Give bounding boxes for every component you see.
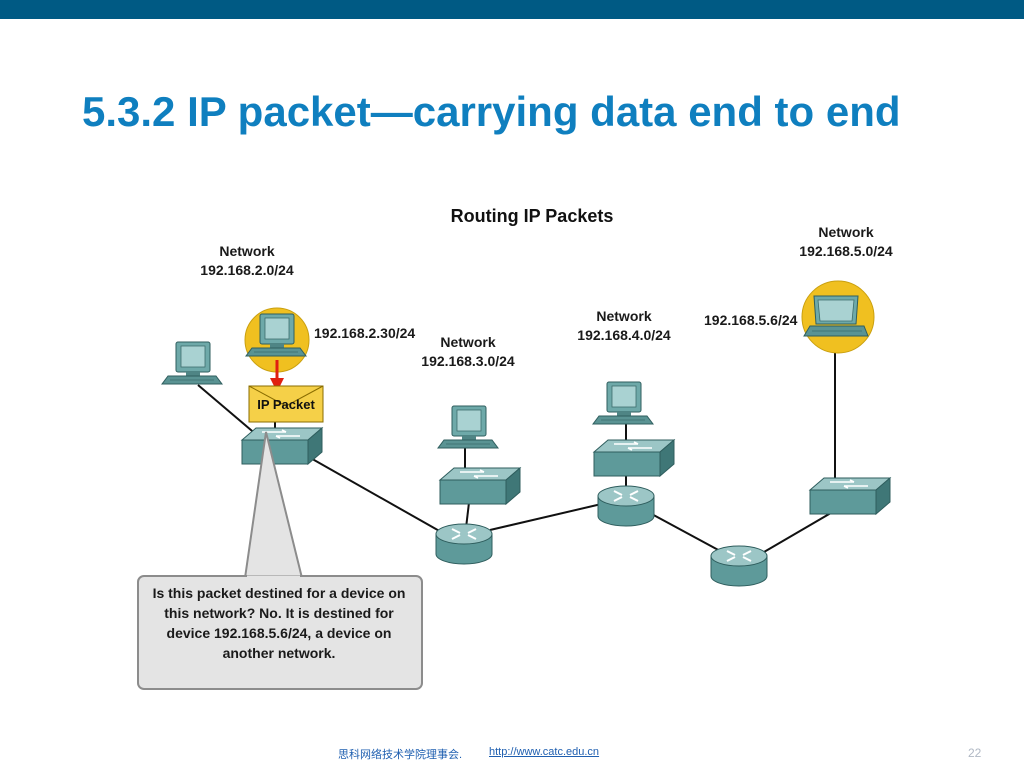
- network-label-4: Network: [818, 224, 873, 240]
- callout-line-2: this network? No. It is destined for: [164, 605, 394, 621]
- network-label-2: Network: [440, 334, 495, 350]
- network-address-3: 192.168.4.0/24: [577, 327, 671, 343]
- router-icon: [435, 523, 493, 565]
- packet-label: IP Packet: [257, 397, 315, 412]
- pc-icon: [592, 381, 654, 425]
- network-address-1: 192.168.2.0/24: [200, 262, 294, 278]
- callout-line-3: device 192.168.5.6/24, a device on: [167, 625, 392, 641]
- network-label-1: Network: [219, 243, 274, 259]
- callout-line-1: Is this packet destined for a device on: [153, 585, 406, 601]
- network-label-3: Network: [596, 308, 651, 324]
- arrow-down-icon: [270, 360, 284, 392]
- switch-icon: [439, 467, 521, 505]
- source-host-address: 192.168.2.30/24: [314, 325, 415, 341]
- destination-host-address: 192.168.5.6/24: [704, 312, 798, 328]
- footer-organization: 思科网络技术学院理事会.: [338, 749, 463, 761]
- footer-link[interactable]: http://www.catc.edu.cn: [489, 746, 600, 758]
- switch-icon: [809, 477, 891, 515]
- network-address-2: 192.168.3.0/24: [421, 353, 515, 369]
- callout-line-4: another network.: [223, 645, 336, 661]
- pc-icon: [437, 405, 499, 449]
- ip-packet: IP Packet: [248, 385, 324, 423]
- router-icon: [710, 545, 768, 587]
- top-bar: [0, 0, 1024, 19]
- network-address-4: 192.168.5.0/24: [799, 243, 893, 259]
- diagram-title: Routing IP Packets: [451, 206, 614, 226]
- pc-icon: [161, 341, 223, 385]
- page-number: 22: [968, 746, 982, 760]
- switch-icon: [241, 427, 323, 465]
- switch-icon: [593, 439, 675, 477]
- slide-title: 5.3.2 IP packet—carrying data end to end: [82, 88, 901, 135]
- router-icon: [597, 485, 655, 527]
